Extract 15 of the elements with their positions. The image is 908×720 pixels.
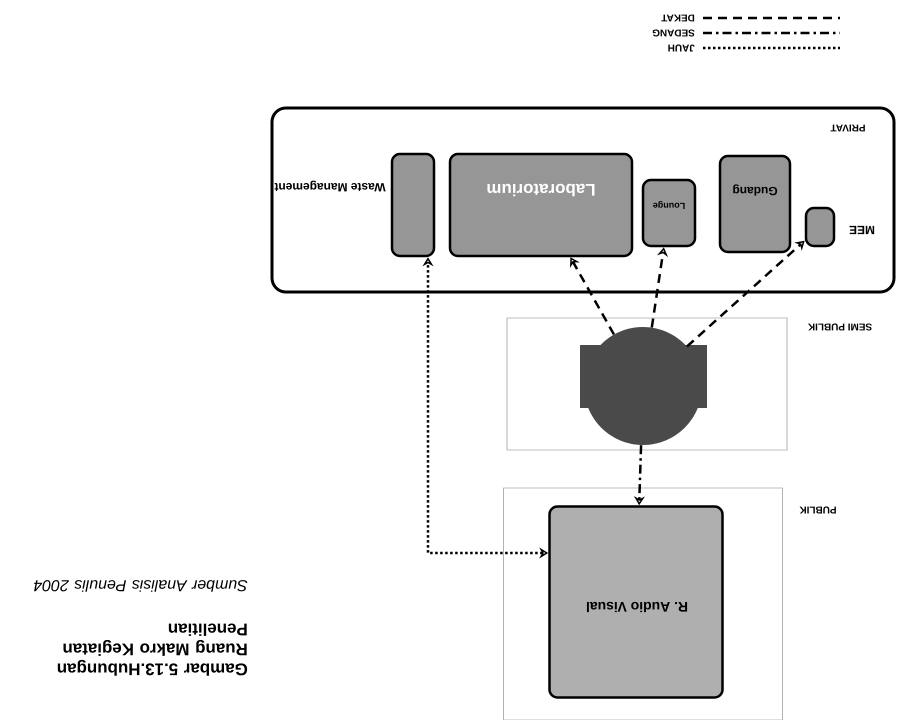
legend-label: DEKAT	[661, 14, 694, 22]
room-label: Laboratorium	[487, 184, 594, 196]
room-label: R. Audio Visual	[586, 602, 688, 612]
legend-label: JAUH	[668, 44, 695, 52]
zone-label: PRIVAT	[830, 124, 865, 132]
legend-label: SEDANG	[652, 29, 695, 37]
room-label: Waste Management	[274, 180, 386, 192]
source-note: Sumber Analisis Penulis 2004	[34, 580, 248, 592]
caption: Gambar 5.13.Hubungan Ruang Makro Kegiatan Penelitian	[58, 624, 248, 676]
room-label: Gudang	[733, 184, 778, 196]
zone-label: PUBLIK	[800, 506, 836, 514]
room-label: MEE	[850, 226, 874, 234]
room-label: Lounge	[653, 200, 685, 210]
circulation-hub	[580, 327, 707, 445]
zone-label: SEMI PUBLIK	[808, 323, 872, 331]
